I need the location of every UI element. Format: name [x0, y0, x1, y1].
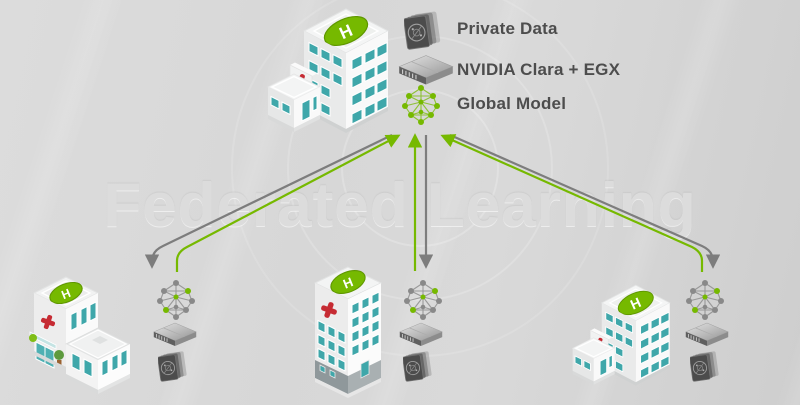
legend-label-nvidia-clara-egx: NVIDIA Clara + EGX: [457, 60, 621, 79]
uplink-arrow-left: [175, 134, 401, 272]
private-data-icon: [404, 10, 442, 50]
site-right-local-model-icon: [686, 280, 724, 320]
site-center-hospital-building: [315, 266, 381, 398]
site-center-egx-server-icon: [399, 322, 443, 347]
legend-label-global-model: Global Model: [457, 94, 567, 113]
legend-label-private-data: Private Data: [457, 19, 558, 38]
site-left-egx-server-icon: [153, 322, 197, 347]
uplink-arrow-right: [440, 134, 704, 272]
hub-hospital-building: [268, 9, 388, 133]
site-left-hospital-building: [29, 277, 130, 394]
site-left-private-data-icon: [158, 350, 188, 382]
site-center-local-model-icon: [404, 280, 442, 320]
federation-connections: [144, 133, 721, 272]
egx-server-icon: [398, 54, 454, 86]
site-right-hospital-building: [573, 285, 670, 385]
global-model-icon: [402, 85, 440, 125]
site-right-private-data-icon: [690, 350, 720, 382]
site-right-egx-server-icon: [685, 322, 729, 347]
site-left-local-model-icon: [157, 280, 195, 320]
downlink-arrow-right: [449, 133, 721, 269]
site-center-private-data-icon: [403, 350, 433, 382]
downlink-arrow-left: [144, 134, 393, 269]
